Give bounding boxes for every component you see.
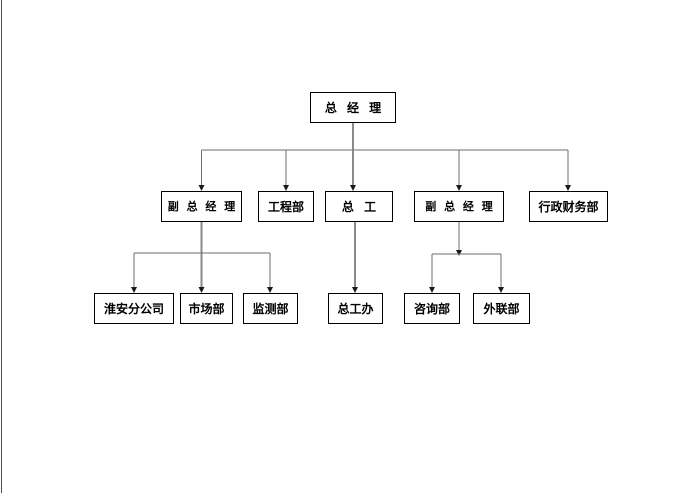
node-label: 咨询部 <box>413 301 450 316</box>
node-label: 总 工 <box>341 199 380 214</box>
node-label: 监测部 <box>252 301 289 316</box>
node-marketing-department[interactable]: 市场部 <box>180 293 233 324</box>
node-label: 总 经 理 <box>324 100 385 115</box>
node-label: 行政财务部 <box>538 199 599 214</box>
node-huaian-branch[interactable]: 淮安分公司 <box>94 293 174 324</box>
node-label: 外联部 <box>483 301 520 316</box>
node-admin-finance-department[interactable]: 行政财务部 <box>529 191 608 222</box>
node-deputy-general-manager-2[interactable]: 副 总 经 理 <box>414 191 504 222</box>
node-label: 工程部 <box>267 199 304 214</box>
node-general-manager[interactable]: 总 经 理 <box>310 92 396 123</box>
node-label: 市场部 <box>188 301 225 316</box>
node-label: 总工办 <box>337 301 374 316</box>
node-engineering-department[interactable]: 工程部 <box>258 191 314 222</box>
node-monitoring-department[interactable]: 监测部 <box>243 293 298 324</box>
node-chief-engineer[interactable]: 总 工 <box>325 191 393 222</box>
node-label: 副 总 经 理 <box>167 200 238 213</box>
node-label: 淮安分公司 <box>103 301 164 316</box>
node-consulting-department[interactable]: 咨询部 <box>404 293 460 324</box>
node-external-liaison-department[interactable]: 外联部 <box>473 293 530 324</box>
node-chief-engineer-office[interactable]: 总工办 <box>328 293 383 324</box>
node-label: 副 总 经 理 <box>425 200 495 213</box>
node-deputy-general-manager-1[interactable]: 副 总 经 理 <box>161 191 242 222</box>
page-edge-line <box>1 0 2 493</box>
